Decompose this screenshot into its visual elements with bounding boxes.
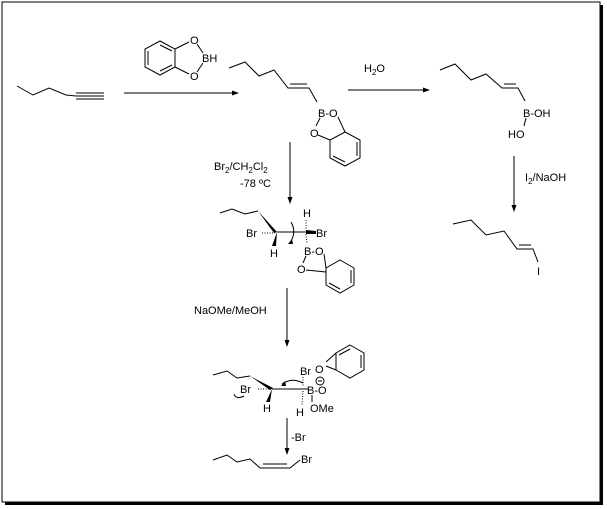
vinyl-iodide: I [452, 219, 540, 278]
bromine-label: Br [300, 366, 311, 378]
z-bromoalkene: Br [212, 454, 312, 469]
negative-charge-icon [315, 376, 325, 386]
arrow-iodination [511, 156, 517, 212]
bromine-reagent-label: Br2/CH2Cl2 [214, 161, 268, 175]
hydrogen-label: H [296, 407, 304, 419]
boron-label: B-O [307, 385, 327, 397]
oxygen-label: O [315, 364, 324, 376]
bromine-label: Br [301, 454, 312, 466]
water-label: H2O [364, 63, 385, 77]
bromine-label: Br [316, 228, 327, 240]
boron-label: B-O [304, 246, 324, 258]
dibromide-intermediate: Br H H Br B-O O [219, 208, 355, 294]
borate-intermediate: Br H Br B-O O OMe H [212, 344, 365, 419]
oxygen-label: O [190, 35, 199, 47]
oxygen-label: O [190, 71, 199, 83]
boronic-acid: B-OH HO [439, 63, 551, 141]
iodine-reagent-label: I2/NaOH [525, 172, 566, 186]
hexyne [16, 85, 104, 100]
iodine-label: I [537, 266, 540, 278]
arrow-hydrolysis [348, 87, 430, 93]
bromine-label: Br [246, 228, 257, 240]
elimination-label: -Br [291, 432, 306, 444]
temperature-label: -78 ºC [240, 178, 271, 190]
oxygen-label: O [297, 264, 306, 276]
arrow-methoxide [284, 288, 290, 347]
arrow-bromination [287, 142, 293, 204]
hydrogen-label: H [263, 403, 271, 415]
frame [1, 1, 601, 503]
hydrogen-label: H [270, 248, 278, 260]
catecholborane: O O BH [144, 35, 217, 83]
boron-label: B-O [318, 108, 338, 120]
ho-label: HO [508, 129, 525, 141]
methoxy-label: OMe [310, 403, 334, 415]
bh-label: BH [202, 53, 217, 65]
arrow-hydroboration [124, 90, 239, 96]
hydrogen-label: H [303, 208, 311, 220]
boh-label: B-OH [523, 108, 551, 120]
arrow-elimination [284, 418, 290, 455]
methoxide-reagent-label: NaOMe/MeOH [194, 305, 267, 317]
bromine-label: Br [240, 384, 251, 396]
alkenylboronate: B-O O [228, 61, 361, 167]
oxygen-label: O [310, 128, 319, 140]
